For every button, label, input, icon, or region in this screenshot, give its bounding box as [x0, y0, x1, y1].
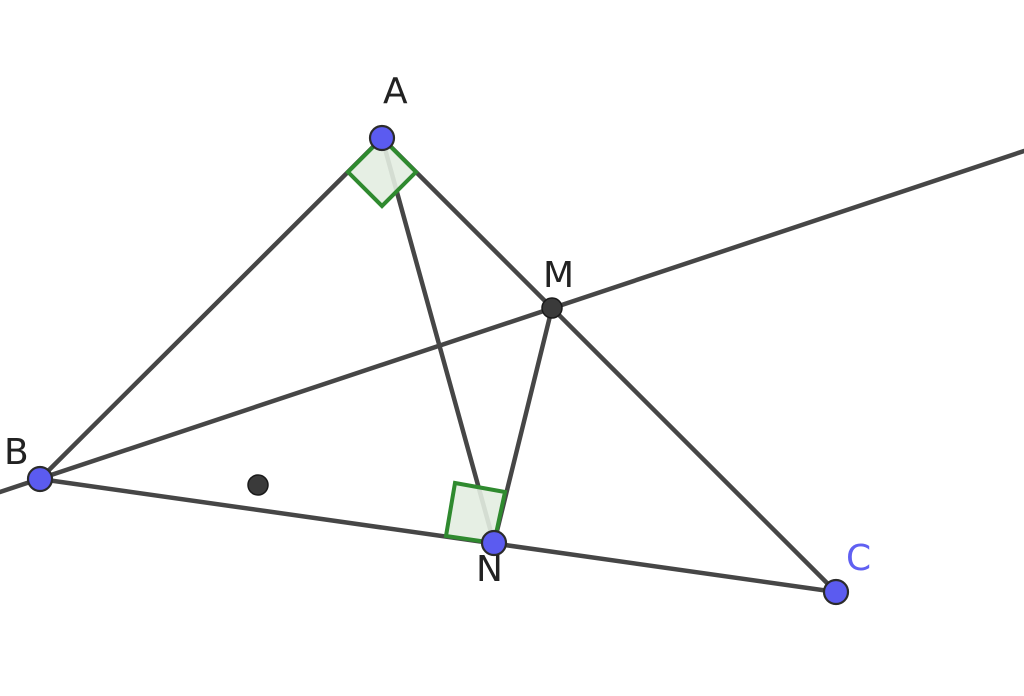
point-a[interactable]: [368, 124, 396, 152]
point-c[interactable]: [822, 578, 850, 606]
point-m[interactable]: [541, 297, 563, 319]
line-bm[interactable]: [0, 148, 1024, 495]
point-b[interactable]: [26, 465, 54, 493]
label-n: N: [476, 549, 503, 590]
label-c: C: [846, 538, 871, 579]
segment-ac[interactable]: [379, 135, 839, 595]
segment-bc[interactable]: [37, 476, 839, 595]
label-b: B: [4, 432, 29, 473]
label-m: M: [543, 255, 574, 296]
label-a: A: [383, 71, 408, 112]
right-angle-marker-n: [443, 480, 508, 546]
point-unlabeled[interactable]: [247, 474, 269, 496]
segment-an[interactable]: [379, 135, 497, 546]
segment-ab[interactable]: [37, 135, 385, 482]
point-n[interactable]: [480, 529, 508, 557]
right-angle-marker-a: [345, 135, 419, 209]
